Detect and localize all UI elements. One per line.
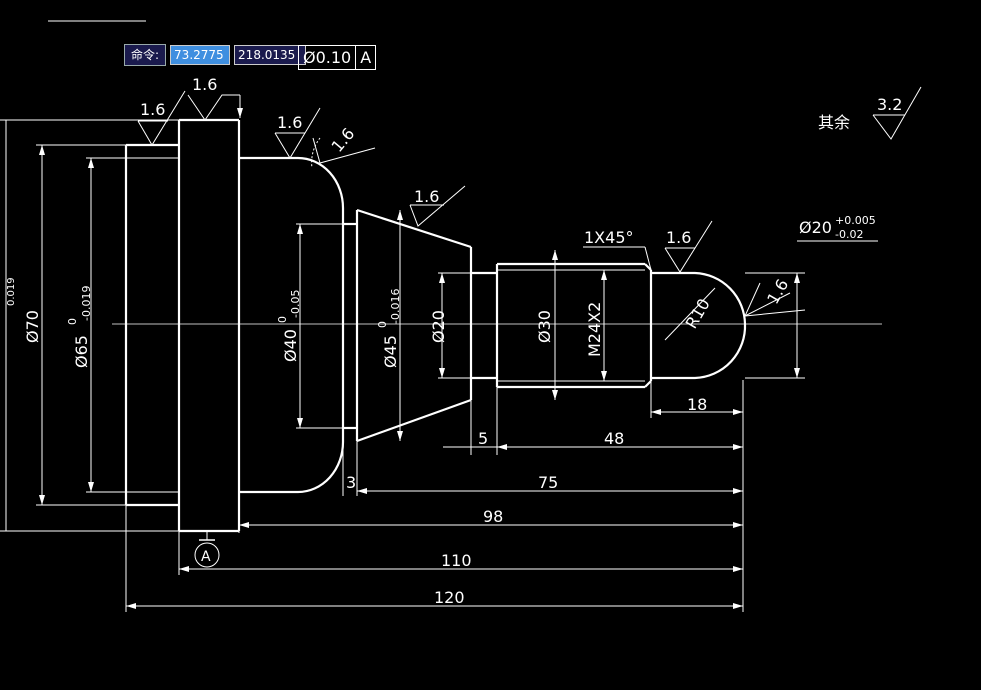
- dim-dia20-left: Ø20: [429, 310, 448, 343]
- dim-dia65-lower: -0.019: [80, 286, 93, 321]
- roughness-symbols: [137, 86, 922, 341]
- geometric-tolerance-frame[interactable]: Ø0.10 A: [298, 45, 377, 70]
- dim-len-48: 48: [604, 429, 624, 448]
- general-roughness-label: 其余: [818, 113, 850, 132]
- command-bar: 命令: 73.2775 218.0135: [124, 44, 307, 66]
- dim-radius: R10: [682, 295, 714, 332]
- dim-len-18: 18: [687, 395, 707, 414]
- dim-len-110: 110: [441, 551, 472, 570]
- dim-dia20-right: Ø20: [799, 218, 832, 237]
- dim-thread: M24X2: [585, 302, 604, 357]
- dim-chamfer: 1X45°: [584, 228, 634, 247]
- tolerance-datum: A: [355, 46, 375, 69]
- dim-dia45-lower: -0.016: [389, 289, 402, 324]
- shaft-outline: [124, 118, 747, 533]
- dim-dia40-lower: -0.05: [289, 290, 302, 318]
- dim-len-3: 3: [346, 473, 356, 492]
- datum-symbol: [194, 531, 220, 568]
- dim-len-5: 5: [478, 429, 488, 448]
- dim-len-75: 75: [538, 473, 558, 492]
- general-roughness-value: 3.2: [877, 95, 902, 114]
- dim-dia45-upper: 0: [376, 321, 389, 328]
- dim-len-120: 120: [434, 588, 465, 607]
- dim-dia40: Ø40: [281, 329, 300, 362]
- command-label: 命令:: [124, 44, 167, 66]
- dim-dia65-upper: 0: [66, 318, 79, 325]
- dim-len-98: 98: [483, 507, 503, 526]
- coordinate-y-input[interactable]: 218.0135: [234, 45, 307, 65]
- roughness-4: 1.6: [327, 124, 358, 156]
- roughness-2: 1.6: [192, 75, 217, 94]
- dimension-arrowheads: [39, 108, 800, 609]
- datum-label: A: [201, 549, 211, 565]
- dim-dia20-lower: -0.02: [835, 228, 863, 241]
- dim-dia45: Ø45: [381, 335, 400, 368]
- dim-dia20-upper: +0.005: [835, 214, 876, 227]
- roughness-3: 1.6: [277, 113, 302, 132]
- roughness-7: 1.6: [763, 276, 792, 308]
- dim-dia30: Ø30: [535, 310, 554, 343]
- partial-tolerance-text: 0.019: [6, 277, 17, 306]
- roughness-6: 1.6: [666, 228, 691, 247]
- dim-dia40-upper: 0: [276, 316, 289, 323]
- diameter-dimension-lines: [0, 119, 878, 532]
- roughness-1: 1.6: [140, 100, 165, 119]
- tolerance-value: Ø0.10: [303, 48, 352, 67]
- roughness-5: 1.6: [414, 187, 439, 206]
- length-dimension-lines: [125, 380, 744, 612]
- dim-dia65: Ø65: [72, 335, 91, 368]
- coordinate-x-input[interactable]: 73.2775: [170, 45, 231, 65]
- dim-dia70: Ø70: [23, 310, 42, 343]
